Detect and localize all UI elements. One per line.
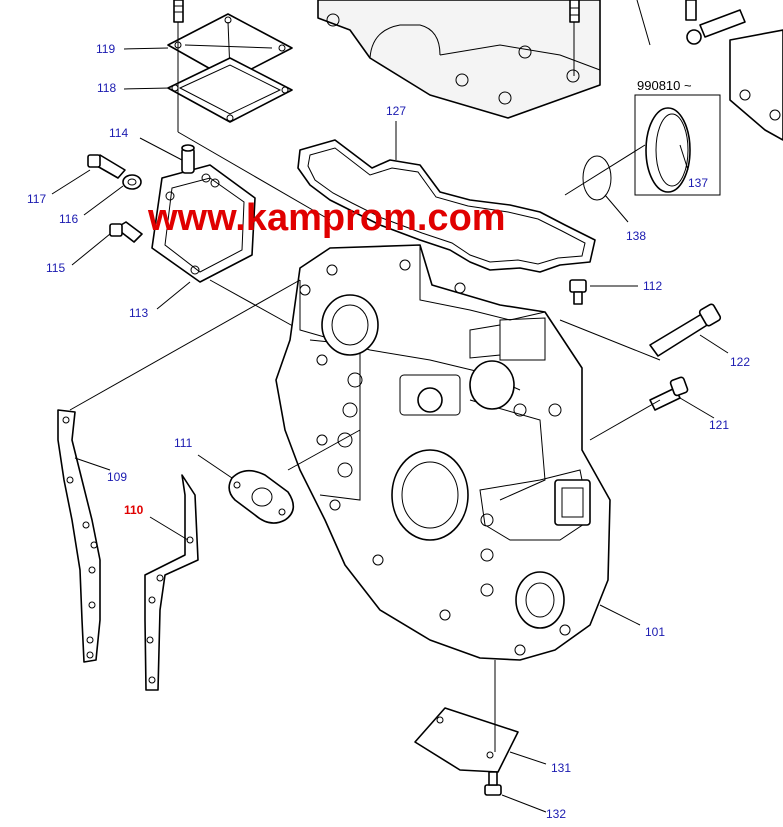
callout-117: 117 <box>27 192 46 206</box>
callout-138: 138 <box>626 229 646 243</box>
bracket-top-right <box>729 29 783 141</box>
bolt-top-right-bracket <box>685 0 746 45</box>
part-110-gasket[interactable] <box>144 474 199 691</box>
callout-118: 118 <box>97 81 116 95</box>
part-122-bolt[interactable] <box>649 303 722 357</box>
part-113-cover-with-pipe[interactable] <box>151 144 256 283</box>
serial-note: 990810 ~ <box>637 78 692 93</box>
callout-110-highlighted: 110 <box>124 503 144 517</box>
callout-122: 122 <box>730 355 750 369</box>
callout-119: 119 <box>96 42 115 56</box>
part-116-spacer[interactable] <box>122 174 142 190</box>
callout-121: 121 <box>709 418 729 432</box>
callout-137: 137 <box>688 176 708 190</box>
watermark: www.kamprom.com <box>147 197 506 239</box>
part-117-bolt[interactable] <box>87 154 126 179</box>
callout-109: 109 <box>107 470 127 484</box>
part-121-bolt[interactable] <box>649 376 689 411</box>
bolt-top-left <box>173 0 184 23</box>
callout-111: 111 <box>174 436 193 450</box>
callout-101: 101 <box>645 625 665 639</box>
callout-114: 114 <box>109 126 128 140</box>
part-138-o-ring[interactable] <box>582 155 612 201</box>
callout-116: 116 <box>59 212 78 226</box>
part-109-gasket[interactable] <box>57 409 101 663</box>
upper-housing <box>317 0 601 119</box>
callout-131: 131 <box>551 761 571 775</box>
part-132-bolt[interactable] <box>484 771 502 796</box>
part-127-gasket[interactable] <box>297 139 596 273</box>
part-101-flywheel-housing[interactable] <box>275 244 611 661</box>
callout-113: 113 <box>129 306 148 320</box>
part-111-gasket[interactable] <box>228 469 295 524</box>
part-112-bolt[interactable] <box>569 279 587 305</box>
bolt-top-right <box>569 0 580 23</box>
part-118-gasket[interactable] <box>167 57 293 123</box>
callout-132: 132 <box>546 807 566 821</box>
detail-box-137 <box>634 94 721 196</box>
callout-112: 112 <box>643 279 662 293</box>
part-131-cover[interactable] <box>414 707 519 773</box>
callout-127: 127 <box>386 104 406 118</box>
callout-115: 115 <box>46 261 65 275</box>
part-115-bolt[interactable] <box>109 221 143 243</box>
